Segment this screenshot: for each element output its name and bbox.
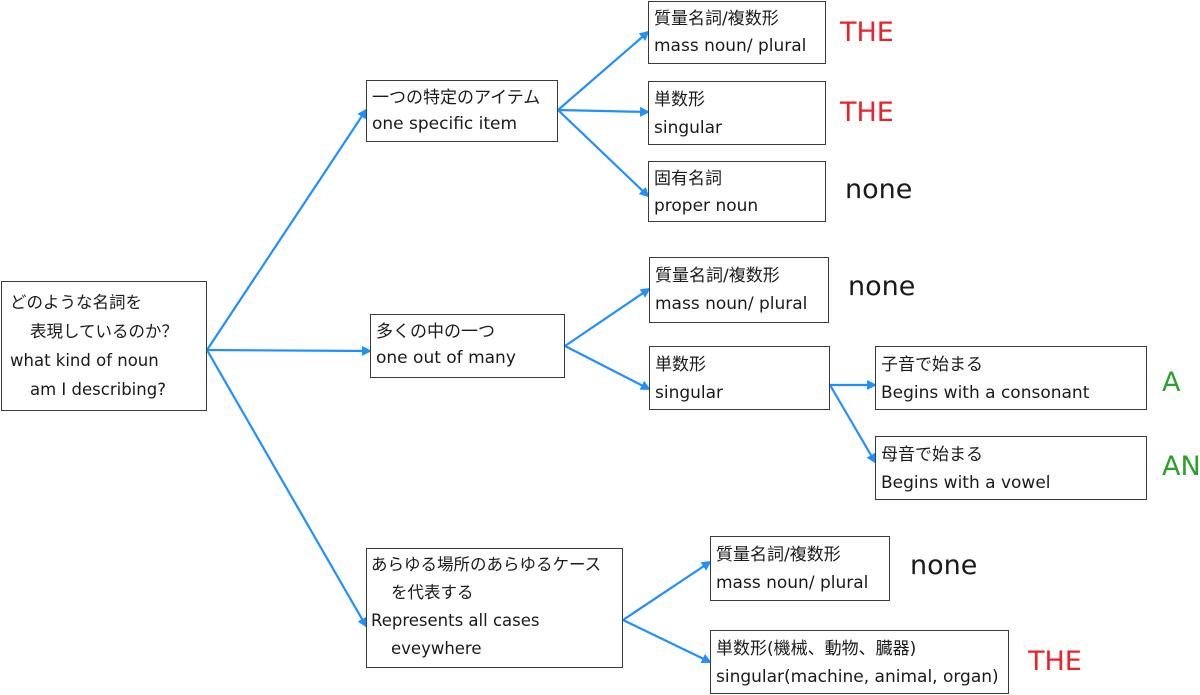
proper-noun-en: proper noun	[654, 196, 759, 216]
proper-noun-box: 固有名詞 proper noun	[648, 161, 826, 222]
all-mass-result: none	[910, 550, 978, 581]
root-line-3: what kind of noun	[10, 351, 159, 370]
many-mass-noun-box: 質量名詞/複数形 mass noun/ plural	[649, 257, 829, 323]
many-mass-en: mass noun/ plural	[655, 294, 808, 314]
vowel-ja: 母音で始まる	[881, 445, 983, 465]
arrow-specific-to-proper	[557, 109, 650, 198]
specific-mass-noun-box: 質量名詞/複数形 mass noun/ plural	[648, 1, 826, 64]
specific-singular-en: singular	[654, 118, 723, 138]
arrow-root-to-one-of-many	[206, 345, 372, 356]
root-line-4: am I describing?	[30, 380, 166, 399]
all-cases-ja-1: あらゆる場所のあらゆるケース	[371, 555, 602, 574]
arrow-many-to-mass	[564, 287, 651, 347]
arrow-many-to-singular	[564, 345, 651, 390]
arrow-all-to-mass	[622, 560, 712, 621]
specific-item-ja: 一つの特定のアイテム	[372, 88, 541, 108]
specific-singular-box: 単数形 singular	[648, 81, 826, 145]
all-cases-ja-2: を代表する	[391, 583, 474, 602]
all-cases-en-2: eveywhere	[391, 639, 482, 658]
one-out-of-many-ja: 多くの中の一つ	[376, 322, 495, 342]
specific-item-en: one specific item	[372, 114, 518, 134]
one-out-of-many-box: 多くの中の一つ one out of many	[370, 314, 565, 378]
arrow-root-to-specific	[206, 108, 368, 351]
specific-singular-result: THE	[840, 97, 894, 128]
specific-mass-ja: 質量名詞/複数形	[654, 9, 779, 29]
consonant-ja: 子音で始まる	[881, 355, 983, 375]
all-singular-ja: 単数形(機械、動物、臓器)	[716, 639, 917, 659]
specific-singular-ja: 単数形	[654, 90, 705, 110]
vowel-en: Begins with a vowel	[881, 473, 1051, 493]
all-mass-noun-box: 質量名詞/複数形 mass noun/ plural	[710, 536, 890, 601]
root-line-1: どのような名詞を	[10, 293, 142, 312]
all-mass-ja: 質量名詞/複数形	[716, 545, 841, 565]
consonant-en: Begins with a consonant	[881, 383, 1090, 403]
arrow-root-to-all-cases	[206, 349, 367, 628]
root-question-box: どのような名詞を 表現しているのか？ what kind of noun am …	[1, 281, 207, 411]
proper-noun-ja: 固有名詞	[654, 169, 722, 189]
arrow-specific-to-singular	[557, 106, 650, 117]
arrow-singular-to-vowel	[829, 384, 877, 464]
root-line-2: 表現しているのか？	[30, 322, 179, 341]
vowel-result: AN	[1162, 451, 1200, 482]
specific-mass-result: THE	[840, 17, 894, 48]
proper-noun-result: none	[845, 174, 913, 205]
vowel-box: 母音で始まる Begins with a vowel	[875, 436, 1147, 500]
one-out-of-many-en: one out of many	[376, 348, 516, 368]
all-singular-box: 単数形(機械、動物、臓器) singular(machine, animal, …	[710, 630, 1009, 694]
many-mass-ja: 質量名詞/複数形	[655, 266, 780, 286]
many-singular-en: singular	[655, 383, 724, 403]
consonant-box: 子音で始まる Begins with a consonant	[875, 346, 1147, 410]
specific-item-box: 一つの特定のアイテム one specific item	[366, 80, 558, 142]
all-mass-en: mass noun/ plural	[716, 573, 869, 593]
specific-mass-en: mass noun/ plural	[654, 36, 807, 56]
all-singular-result: THE	[1028, 646, 1082, 677]
arrow-specific-to-mass	[557, 30, 650, 111]
all-cases-box: あらゆる場所のあらゆるケース を代表する Represents all case…	[366, 548, 623, 668]
many-singular-ja: 単数形	[655, 355, 706, 375]
all-singular-en: singular(machine, animal, organ)	[716, 667, 999, 687]
many-singular-box: 単数形 singular	[649, 346, 830, 410]
all-cases-en-1: Represents all cases	[371, 611, 540, 630]
many-mass-result: none	[848, 271, 916, 302]
arrow-all-to-singular	[622, 619, 712, 664]
consonant-result: A	[1162, 367, 1181, 398]
